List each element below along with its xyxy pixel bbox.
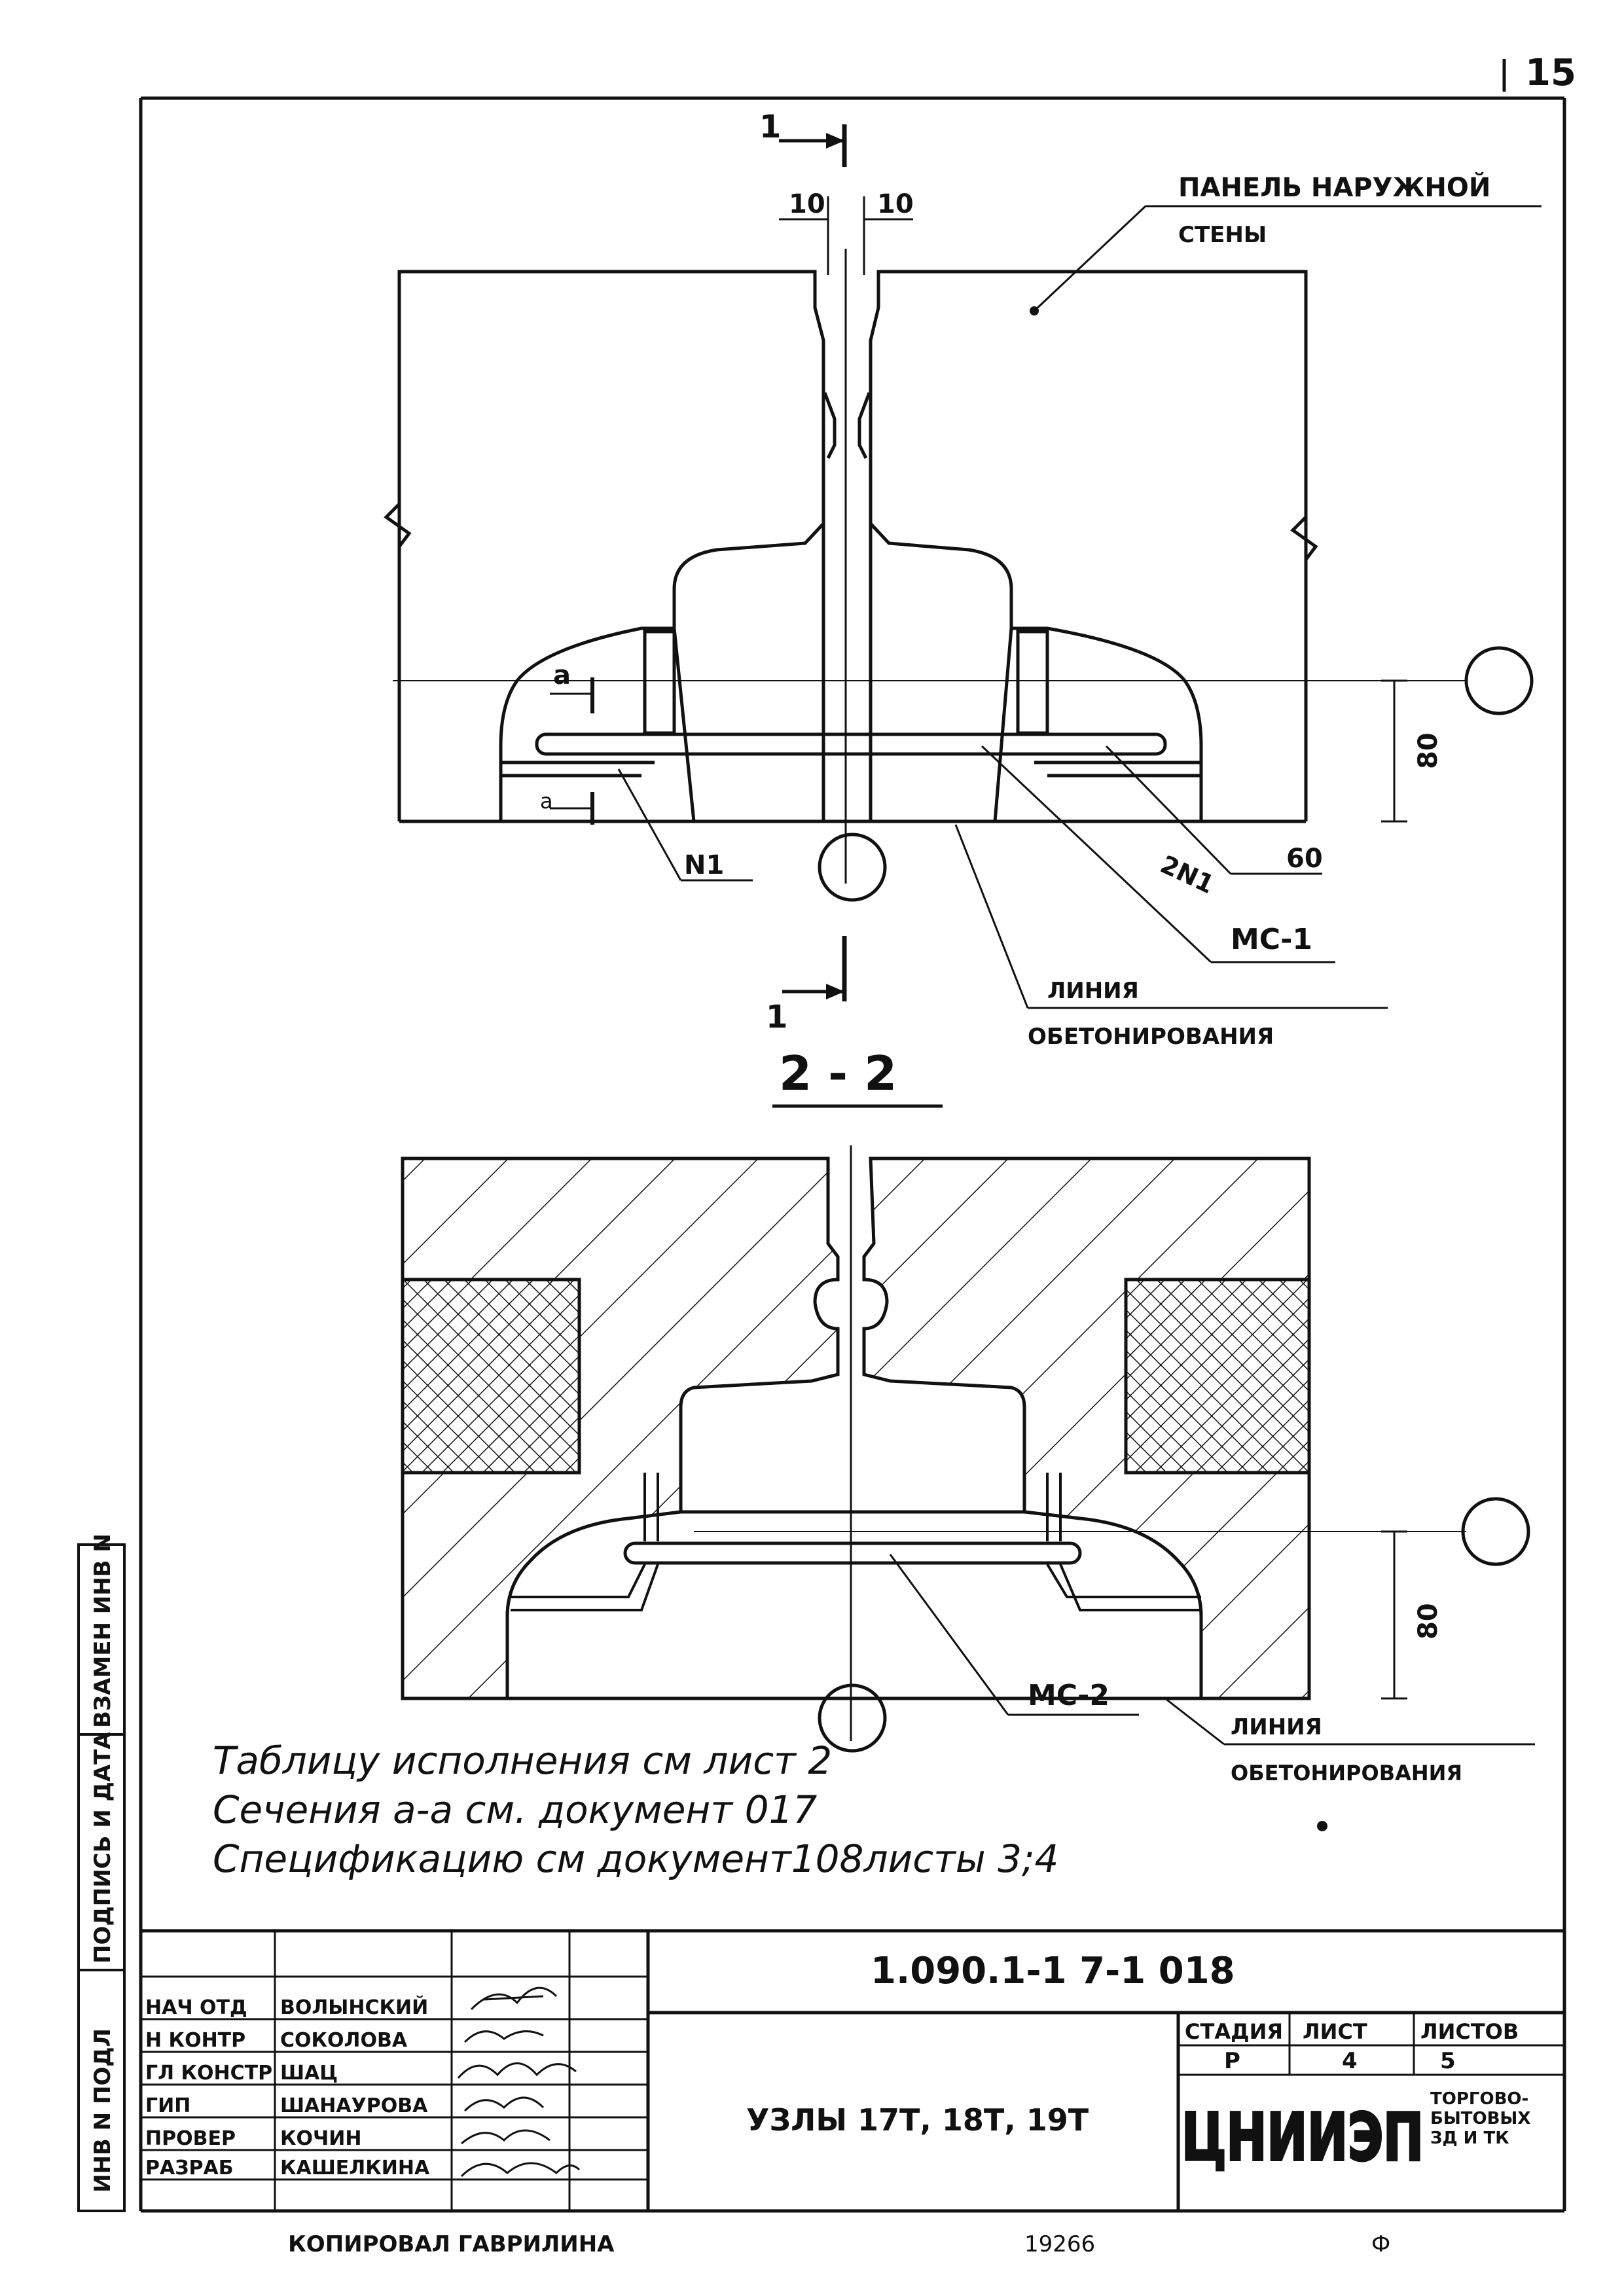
dim-80-top <box>1381 679 1407 823</box>
frame <box>139 96 1566 2213</box>
section-2-2-view: 80 МС-2 ЛИНИЯ ОБЕТОНИРОВАНИЯ <box>401 1145 1535 1831</box>
svg-text:1: 1 <box>766 999 787 1035</box>
panel-outline <box>384 270 1466 823</box>
axis-circle-bottom-2 <box>818 1683 887 1753</box>
label-panel: ПАНЕЛЬ НАРУЖНОЙ <box>1178 171 1490 203</box>
section-mark-bottom: 1 <box>766 936 847 1035</box>
title-block <box>141 1929 1564 2211</box>
a-mark-bottom: а <box>540 789 553 814</box>
sheets-value: 5 <box>1440 2048 1456 2074</box>
sheets-header: ЛИСТОВ <box>1420 2019 1519 2044</box>
svg-text:ГЛ КОНСТР: ГЛ КОНСТР <box>145 2062 272 2085</box>
footer-order: 19266 <box>1024 2231 1095 2257</box>
stamp-sign-date: ПОДПИСЬ И ДАТА <box>90 1732 116 1964</box>
a-mark-top: а <box>553 660 571 691</box>
label-concrete-2a: ЛИНИЯ <box>1231 1714 1322 1740</box>
svg-text:КОЧИН: КОЧИН <box>280 2127 361 2150</box>
svg-text:ШАЦ: ШАЦ <box>280 2062 338 2085</box>
svg-text:ШАНАУРОВА: ШАНАУРОВА <box>280 2094 428 2117</box>
org-sub-3: ЗД И ТК <box>1430 2128 1509 2148</box>
footer-format: Ф <box>1371 2231 1390 2257</box>
side-stamp: ВЗАМЕН ИНВ N ПОДПИСЬ И ДАТА ИНВ N ПОДЛ <box>77 1534 126 2212</box>
sheet-value: 4 <box>1342 2048 1358 2074</box>
svg-text:КАШЕЛКИНА: КАШЕЛКИНА <box>280 2157 430 2179</box>
label-concrete-2b: ОБЕТОНИРОВАНИЯ <box>1231 1761 1462 1785</box>
signatures <box>457 1986 581 2178</box>
svg-text:80: 80 <box>1413 1603 1443 1640</box>
svg-text:1: 1 <box>759 109 781 145</box>
stamp-inv-orig: ИНВ N ПОДЛ <box>90 2028 116 2193</box>
label-concrete-1b: ОБЕТОНИРОВАНИЯ <box>1028 1024 1274 1050</box>
a-section-marks <box>550 677 594 825</box>
label-2n1: 2N1 <box>1156 850 1218 899</box>
section-mark-top: 1 <box>759 109 847 167</box>
label-n1: N1 <box>684 850 724 880</box>
svg-text:РАЗРАБ: РАЗРАБ <box>145 2157 234 2179</box>
section-1-view: 1 10 10 <box>384 109 1542 1050</box>
axis-circle-right-2 <box>1461 1497 1530 1566</box>
svg-text:НАЧ ОТД: НАЧ ОТД <box>145 1996 247 2019</box>
stage-header: СТАДИЯ <box>1185 2019 1283 2044</box>
footer-copied: КОПИРОВАЛ ГАВРИЛИНА <box>288 2231 615 2257</box>
name-column: ВОЛЫНСКИЙ СОКОЛОВА ШАЦ ШАНАУРОВА КОЧИН К… <box>280 1996 430 2179</box>
stage-value: Р <box>1224 2048 1240 2074</box>
label-concrete-1a: ЛИНИЯ <box>1047 978 1139 1004</box>
note-2: Сечения а-а см. документ 017 <box>213 1787 817 1832</box>
section-title-2-2: 2 - 2 <box>779 1046 897 1101</box>
org-logo: ЦНИИЭП <box>1182 2099 1424 2176</box>
svg-text:15: 15 <box>1525 52 1576 94</box>
note-1: Таблицу исполнения см лист 2 <box>213 1738 832 1783</box>
svg-text:ГИП: ГИП <box>145 2094 190 2117</box>
svg-text:ПРОВЕР: ПРОВЕР <box>145 2127 236 2150</box>
dim-80-bottom <box>1381 1530 1407 1700</box>
note-3: Спецификацию см документ108листы 3;4 <box>213 1837 1058 1881</box>
dim-10-left: 10 <box>789 189 825 219</box>
notes: Таблицу исполнения см лист 2 Сечения а-а… <box>213 1738 1058 1881</box>
doc-code: 1.090.1-1 7-1 018 <box>871 1950 1235 1992</box>
svg-text:СОКОЛОВА: СОКОЛОВА <box>280 2029 408 2052</box>
leaders-1 <box>617 205 1542 1009</box>
dim-10-right: 10 <box>877 189 914 219</box>
axis-circle-right-1 <box>1464 646 1534 715</box>
sheet-header: ЛИСТ <box>1303 2019 1367 2044</box>
svg-text:ВОЛЫНСКИЙ: ВОЛЫНСКИЙ <box>280 1996 428 2019</box>
gap-dimension <box>779 196 913 275</box>
org-sub-2: БЫТОВЫХ <box>1430 2109 1530 2128</box>
axis-circle-bottom-1 <box>818 833 887 902</box>
page-number: 15 <box>1502 52 1576 94</box>
label-mc2: МС-2 <box>1028 1679 1110 1712</box>
svg-text:Н КОНТР: Н КОНТР <box>145 2029 245 2052</box>
label-60: 60 <box>1286 844 1323 874</box>
org-sub-1: ТОРГОВО- <box>1430 2089 1528 2109</box>
label-mc1: МС-1 <box>1231 923 1312 956</box>
drawing-title: УЗЛЫ 17Т, 18Т, 19Т <box>746 2102 1089 2138</box>
label-panel-2: СТЕНЫ <box>1178 222 1267 248</box>
stamp-replace-inv: ВЗАМЕН ИНВ N <box>90 1534 116 1728</box>
svg-text:80: 80 <box>1413 732 1443 769</box>
role-column: НАЧ ОТД Н КОНТР ГЛ КОНСТР ГИП ПРОВЕР РАЗ… <box>145 1996 272 2179</box>
